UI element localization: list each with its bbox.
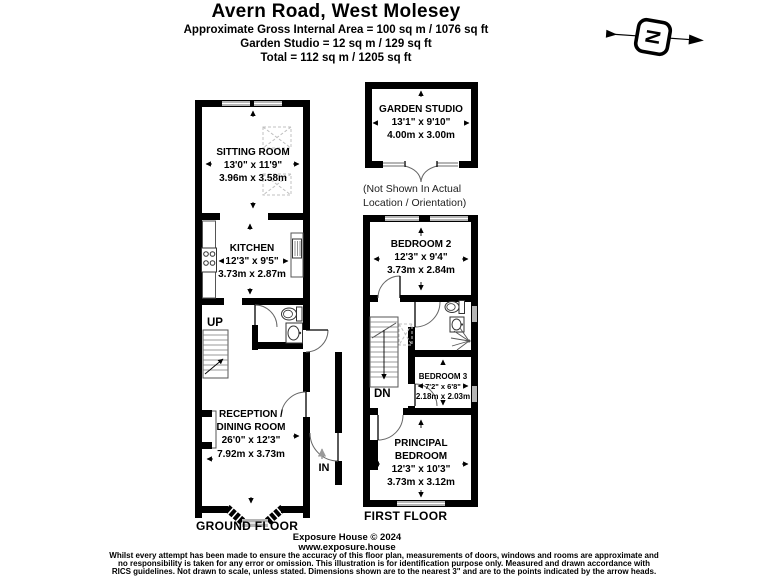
reception-imperial: 26'0" x 12'3"	[222, 435, 281, 446]
sitting-room-windows	[222, 101, 282, 106]
garden-studio-plan: GARDEN STUDIO 13'1" x 9'10" 4.00m x 3.00…	[363, 82, 478, 209]
principal-bedroom-label-1: PRINCIPAL	[394, 438, 447, 449]
bedroom3-imperial: 7'2" x 6'8"	[425, 382, 461, 391]
disclaimer-line-2: no responsibility is taken for any error…	[118, 559, 650, 568]
company-credit: Exposure House © 2024	[292, 532, 402, 543]
principal-bedroom-label-2: BEDROOM	[395, 451, 447, 462]
sitting-room-metric: 3.96m x 3.58m	[219, 173, 287, 184]
principal-bedroom-metric: 3.73m x 3.12m	[387, 477, 455, 488]
principal-bedroom-imperial: 12'3" x 10'3"	[392, 464, 451, 475]
bathroom-fixtures	[444, 300, 471, 351]
garden-studio-imperial: 13'1" x 9'10"	[392, 117, 451, 128]
ceiling-feature-boxes	[262, 126, 292, 196]
rear-door	[305, 329, 329, 353]
garden-studio-walls	[365, 82, 478, 168]
landing-feature-box	[398, 323, 413, 346]
sink-icon	[285, 322, 303, 344]
disclaimer-line-3: RICS guidelines. Not drawn to scale, unl…	[111, 567, 657, 576]
reception-door	[280, 391, 307, 418]
bedroom2-imperial: 12'3" x 9'4"	[394, 252, 447, 263]
reception-metric: 7.92m x 3.73m	[217, 449, 285, 460]
ground-floor-dimension-ticks	[205, 110, 300, 504]
bay-window	[224, 504, 286, 527]
company-website: www.exposure.house	[298, 542, 396, 553]
sitting-room-label: SITTING ROOM	[216, 147, 289, 158]
stairs-down	[369, 316, 399, 388]
bedroom2-label: BEDROOM 2	[391, 239, 452, 250]
sink-icon	[449, 316, 465, 333]
reception-label-2: DINING ROOM	[217, 422, 286, 433]
first-floor-dimension-ticks	[373, 227, 469, 498]
compass-icon: N	[605, 17, 704, 57]
principal-bedroom-door	[377, 414, 404, 441]
sitting-room-imperial: 13'0" x 11'9"	[224, 160, 282, 171]
compass-north-label: N	[640, 28, 664, 46]
shower-icon	[450, 327, 471, 351]
first-floor-windows	[385, 216, 477, 506]
bedroom2-metric: 3.73m x 2.84m	[387, 265, 455, 276]
page-title: Avern Road, West Molesey	[211, 1, 461, 22]
ground-floor-label: GROUND FLOOR	[196, 519, 298, 533]
garden-studio-note-1: (Not Shown In Actual	[363, 183, 461, 195]
disclaimer-line-1: Whilst every attempt has been made to en…	[109, 551, 659, 560]
area-line-1: Approximate Gross Internal Area = 100 sq…	[183, 24, 489, 36]
entrance-door	[309, 432, 339, 462]
bedroom3-metric: 2.18m x 2.03m	[416, 392, 470, 401]
garden-studio-label: GARDEN STUDIO	[379, 104, 463, 115]
area-line-2: Garden Studio = 12 sq m / 129 sq ft	[240, 38, 432, 50]
stairs-up	[202, 329, 229, 379]
kitchen-imperial: 12'3" x 9'5"	[225, 256, 278, 267]
toilet-icon	[281, 306, 303, 322]
plan-header: Avern Road, West Molesey Approximate Gro…	[0, 1, 672, 65]
entrance-label: IN	[319, 462, 330, 474]
first-floor-label: FIRST FLOOR	[364, 509, 447, 523]
kitchen-metric: 3.73m x 2.87m	[218, 269, 286, 280]
first-floor-plan: BEDROOM 2 12'3" x 9'4" 3.73m x 2.84m DN …	[363, 215, 478, 523]
reception-label-1: RECEPTION /	[219, 409, 283, 420]
wc-fixtures	[254, 304, 303, 344]
french-doors	[404, 161, 438, 183]
area-line-3: Total = 112 sq m / 1205 sq ft	[260, 52, 412, 64]
stairs-down-label: DN	[374, 388, 391, 400]
ground-floor-walls	[195, 100, 342, 518]
bathroom-door	[414, 301, 441, 328]
ground-floor-plan: SITTING ROOM 13'0" x 11'9" 3.96m x 3.58m…	[195, 100, 342, 533]
garden-studio-note-2: Location / Orientation)	[363, 197, 466, 209]
fireplace	[202, 410, 217, 449]
toilet-icon	[444, 300, 465, 314]
garden-studio-metric: 4.00m x 3.00m	[387, 130, 455, 141]
garden-studio-dimension-ticks	[372, 90, 470, 126]
kitchen-label: KITCHEN	[230, 243, 274, 254]
stairs-up-label: UP	[207, 317, 223, 329]
stove-icon	[201, 247, 217, 273]
bedroom3-label: BEDROOM 3	[419, 372, 468, 381]
bedroom2-door	[377, 275, 401, 299]
garden-studio-windows	[383, 162, 458, 167]
